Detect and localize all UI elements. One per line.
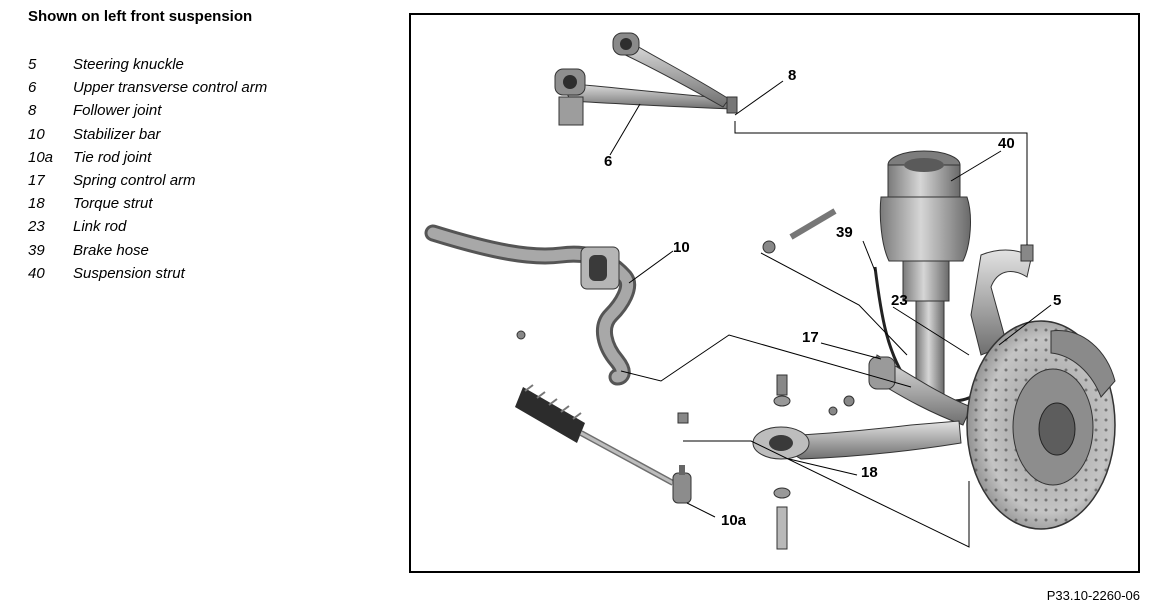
- callout-23: 23: [891, 292, 908, 309]
- upper-control-arm: [554, 32, 738, 126]
- suspension-strut: [879, 150, 971, 398]
- legend-num: 39: [28, 241, 45, 259]
- legend-num: 40: [28, 264, 45, 282]
- legend-label: Stabilizer bar: [73, 125, 161, 143]
- legend-item-17: 17 Spring control arm: [28, 172, 267, 195]
- legend-item-6: 6 Upper transverse control arm: [28, 79, 267, 102]
- steering-knuckle: [970, 249, 1032, 356]
- callout-17: 17: [802, 329, 819, 346]
- legend-label: Suspension strut: [73, 264, 185, 282]
- torque-strut: [752, 374, 962, 550]
- legend-label: Spring control arm: [73, 171, 196, 189]
- tie-rod: [515, 384, 692, 504]
- legend-label: Torque strut: [73, 195, 153, 213]
- legend-label: Steering knuckle: [73, 56, 184, 73]
- legend-item-23: 23 Link rod: [28, 218, 267, 241]
- legend-num: 6: [28, 79, 37, 97]
- callout-6: 6: [604, 153, 612, 170]
- legend-item-39: 39 Brake hose: [28, 242, 267, 265]
- legend-item-10a: 10a Tie rod joint: [28, 149, 267, 172]
- legend-item-18: 18 Torque strut: [28, 195, 267, 218]
- legend-num: 5: [28, 56, 37, 73]
- legend-item-5: 5 Steering knuckle: [28, 56, 267, 79]
- legend-num: 10: [28, 125, 45, 143]
- spring-control-arm: [828, 354, 972, 426]
- follower-joint-pin: [1020, 244, 1034, 262]
- callout-40: 40: [998, 135, 1015, 152]
- legend-item-40: 40 Suspension strut: [28, 265, 267, 288]
- diagram-title: Shown on left front suspension: [28, 8, 253, 25]
- mounting-bolt: [762, 208, 837, 254]
- callout-5: 5: [1053, 292, 1061, 309]
- legend-label: Link rod: [73, 218, 127, 236]
- legend-item-8: 8 Follower joint: [28, 102, 267, 125]
- legend-label: Tie rod joint: [73, 148, 152, 166]
- legend-num: 10a: [28, 148, 54, 166]
- leader-lines: [609, 80, 1052, 548]
- legend-num: 17: [28, 171, 45, 189]
- stabilizer-bar: [424, 224, 637, 386]
- callout-10a: 10a: [721, 512, 747, 529]
- legend-num: 8: [28, 102, 37, 120]
- legend-label: Brake hose: [73, 241, 149, 259]
- legend-label: Follower joint: [73, 102, 162, 120]
- brake-disc: [966, 320, 1116, 530]
- callout-10: 10: [673, 239, 690, 256]
- suspension-illustration: 8 6 40 10 39 23 5 17 18 10a: [424, 32, 1116, 550]
- figure-reference: P33.10-2260-06: [1046, 588, 1140, 603]
- legend-num: 23: [28, 218, 45, 236]
- legend-label: Upper transverse control arm: [73, 79, 268, 97]
- legend-num: 18: [28, 195, 45, 213]
- legend-item-10: 10 Stabilizer bar: [28, 126, 267, 149]
- callout-18: 18: [861, 464, 878, 481]
- illustration-frame: 8 6 40 10 39 23 5 17 18 10a: [409, 13, 1140, 573]
- callout-8: 8: [788, 67, 796, 84]
- callout-39: 39: [836, 224, 853, 241]
- parts-legend: 5 Steering knuckle 6 Upper transverse cont…: [28, 56, 267, 288]
